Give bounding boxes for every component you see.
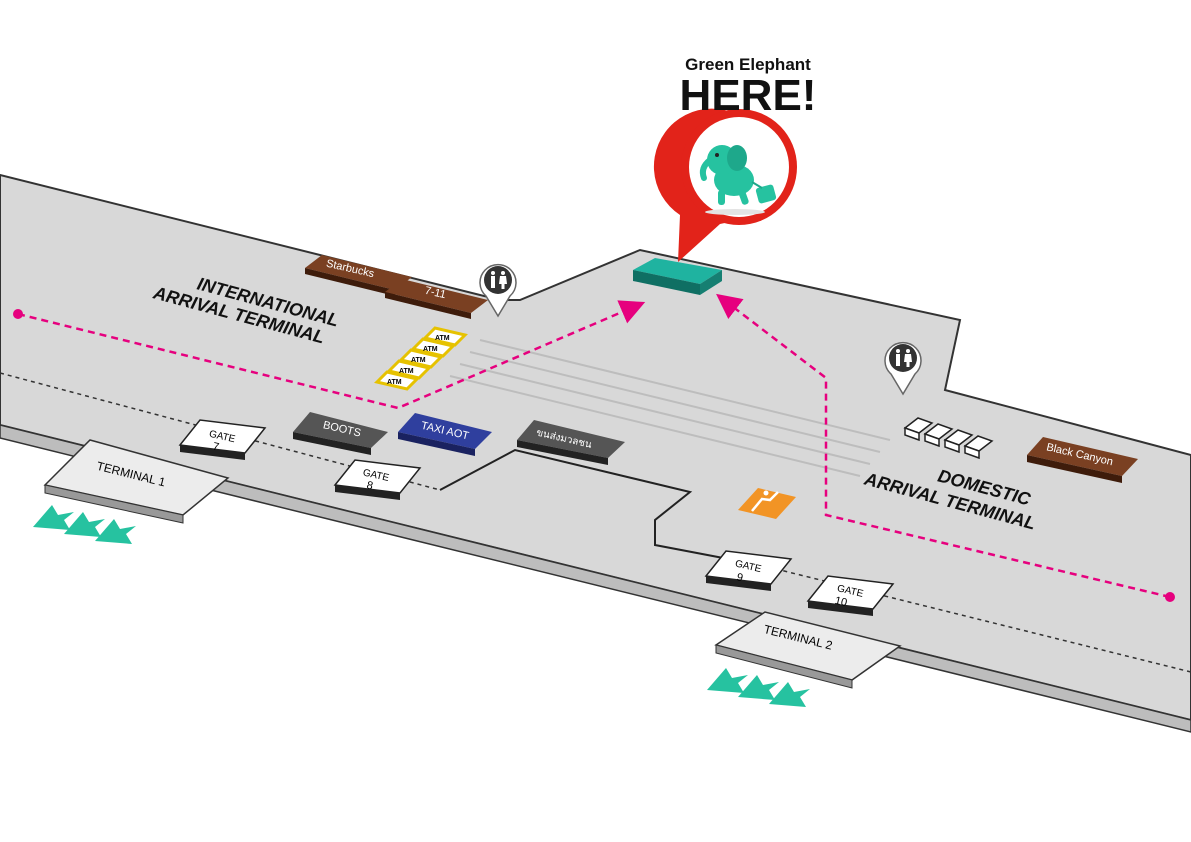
seating-area	[903, 417, 994, 460]
green-elephant-kiosk[interactable]	[633, 258, 722, 295]
restroom-icon	[884, 341, 922, 396]
gate-8[interactable]: GATE 8	[333, 459, 422, 500]
atm-label: ATM	[411, 357, 426, 364]
entry-arrow-icon	[33, 505, 136, 544]
elephant-mascot-icon	[699, 145, 777, 215]
seven-eleven-label: 7-11	[424, 285, 447, 301]
gate-7[interactable]: GATE 7	[178, 419, 267, 460]
gate-7-number: 7	[211, 441, 220, 454]
terminal-1-platform[interactable]: TERMINAL 1	[43, 439, 230, 524]
seven-eleven-shop[interactable]: 7-11	[385, 279, 488, 319]
gate-9[interactable]: GATE 9	[704, 550, 793, 591]
walking-route-international	[13, 300, 646, 410]
atm-group[interactable]: ATM ATM ATM ATM ATM	[374, 326, 468, 391]
public-transport-counter[interactable]: ขนส่งมวลชน	[517, 420, 625, 465]
gate-10[interactable]: GATE 10	[806, 575, 895, 616]
atm-label: ATM	[387, 379, 402, 386]
brand-title: Green Elephant	[685, 55, 811, 74]
atm-label: ATM	[435, 335, 450, 342]
black-canyon-shop[interactable]: Black Canyon	[1027, 437, 1138, 483]
atm-label: ATM	[399, 368, 414, 375]
atm-label: ATM	[423, 346, 438, 353]
taxi-aot-counter[interactable]: TAXI AOT	[398, 413, 492, 456]
location-pin	[653, 108, 797, 262]
walking-route-domestic	[716, 293, 1175, 602]
gate-10-number: 10	[834, 595, 849, 609]
here-callout: HERE!	[680, 71, 817, 120]
gate-9-number: 9	[735, 571, 744, 584]
entry-arrow-icon	[707, 668, 810, 707]
boots-shop[interactable]: BOOTS	[293, 412, 388, 455]
terminal-2-platform[interactable]: TERMINAL 2	[714, 611, 902, 689]
restroom-icon	[479, 263, 517, 318]
escalator-icon	[738, 488, 796, 519]
gate-8-number: 8	[365, 479, 374, 492]
